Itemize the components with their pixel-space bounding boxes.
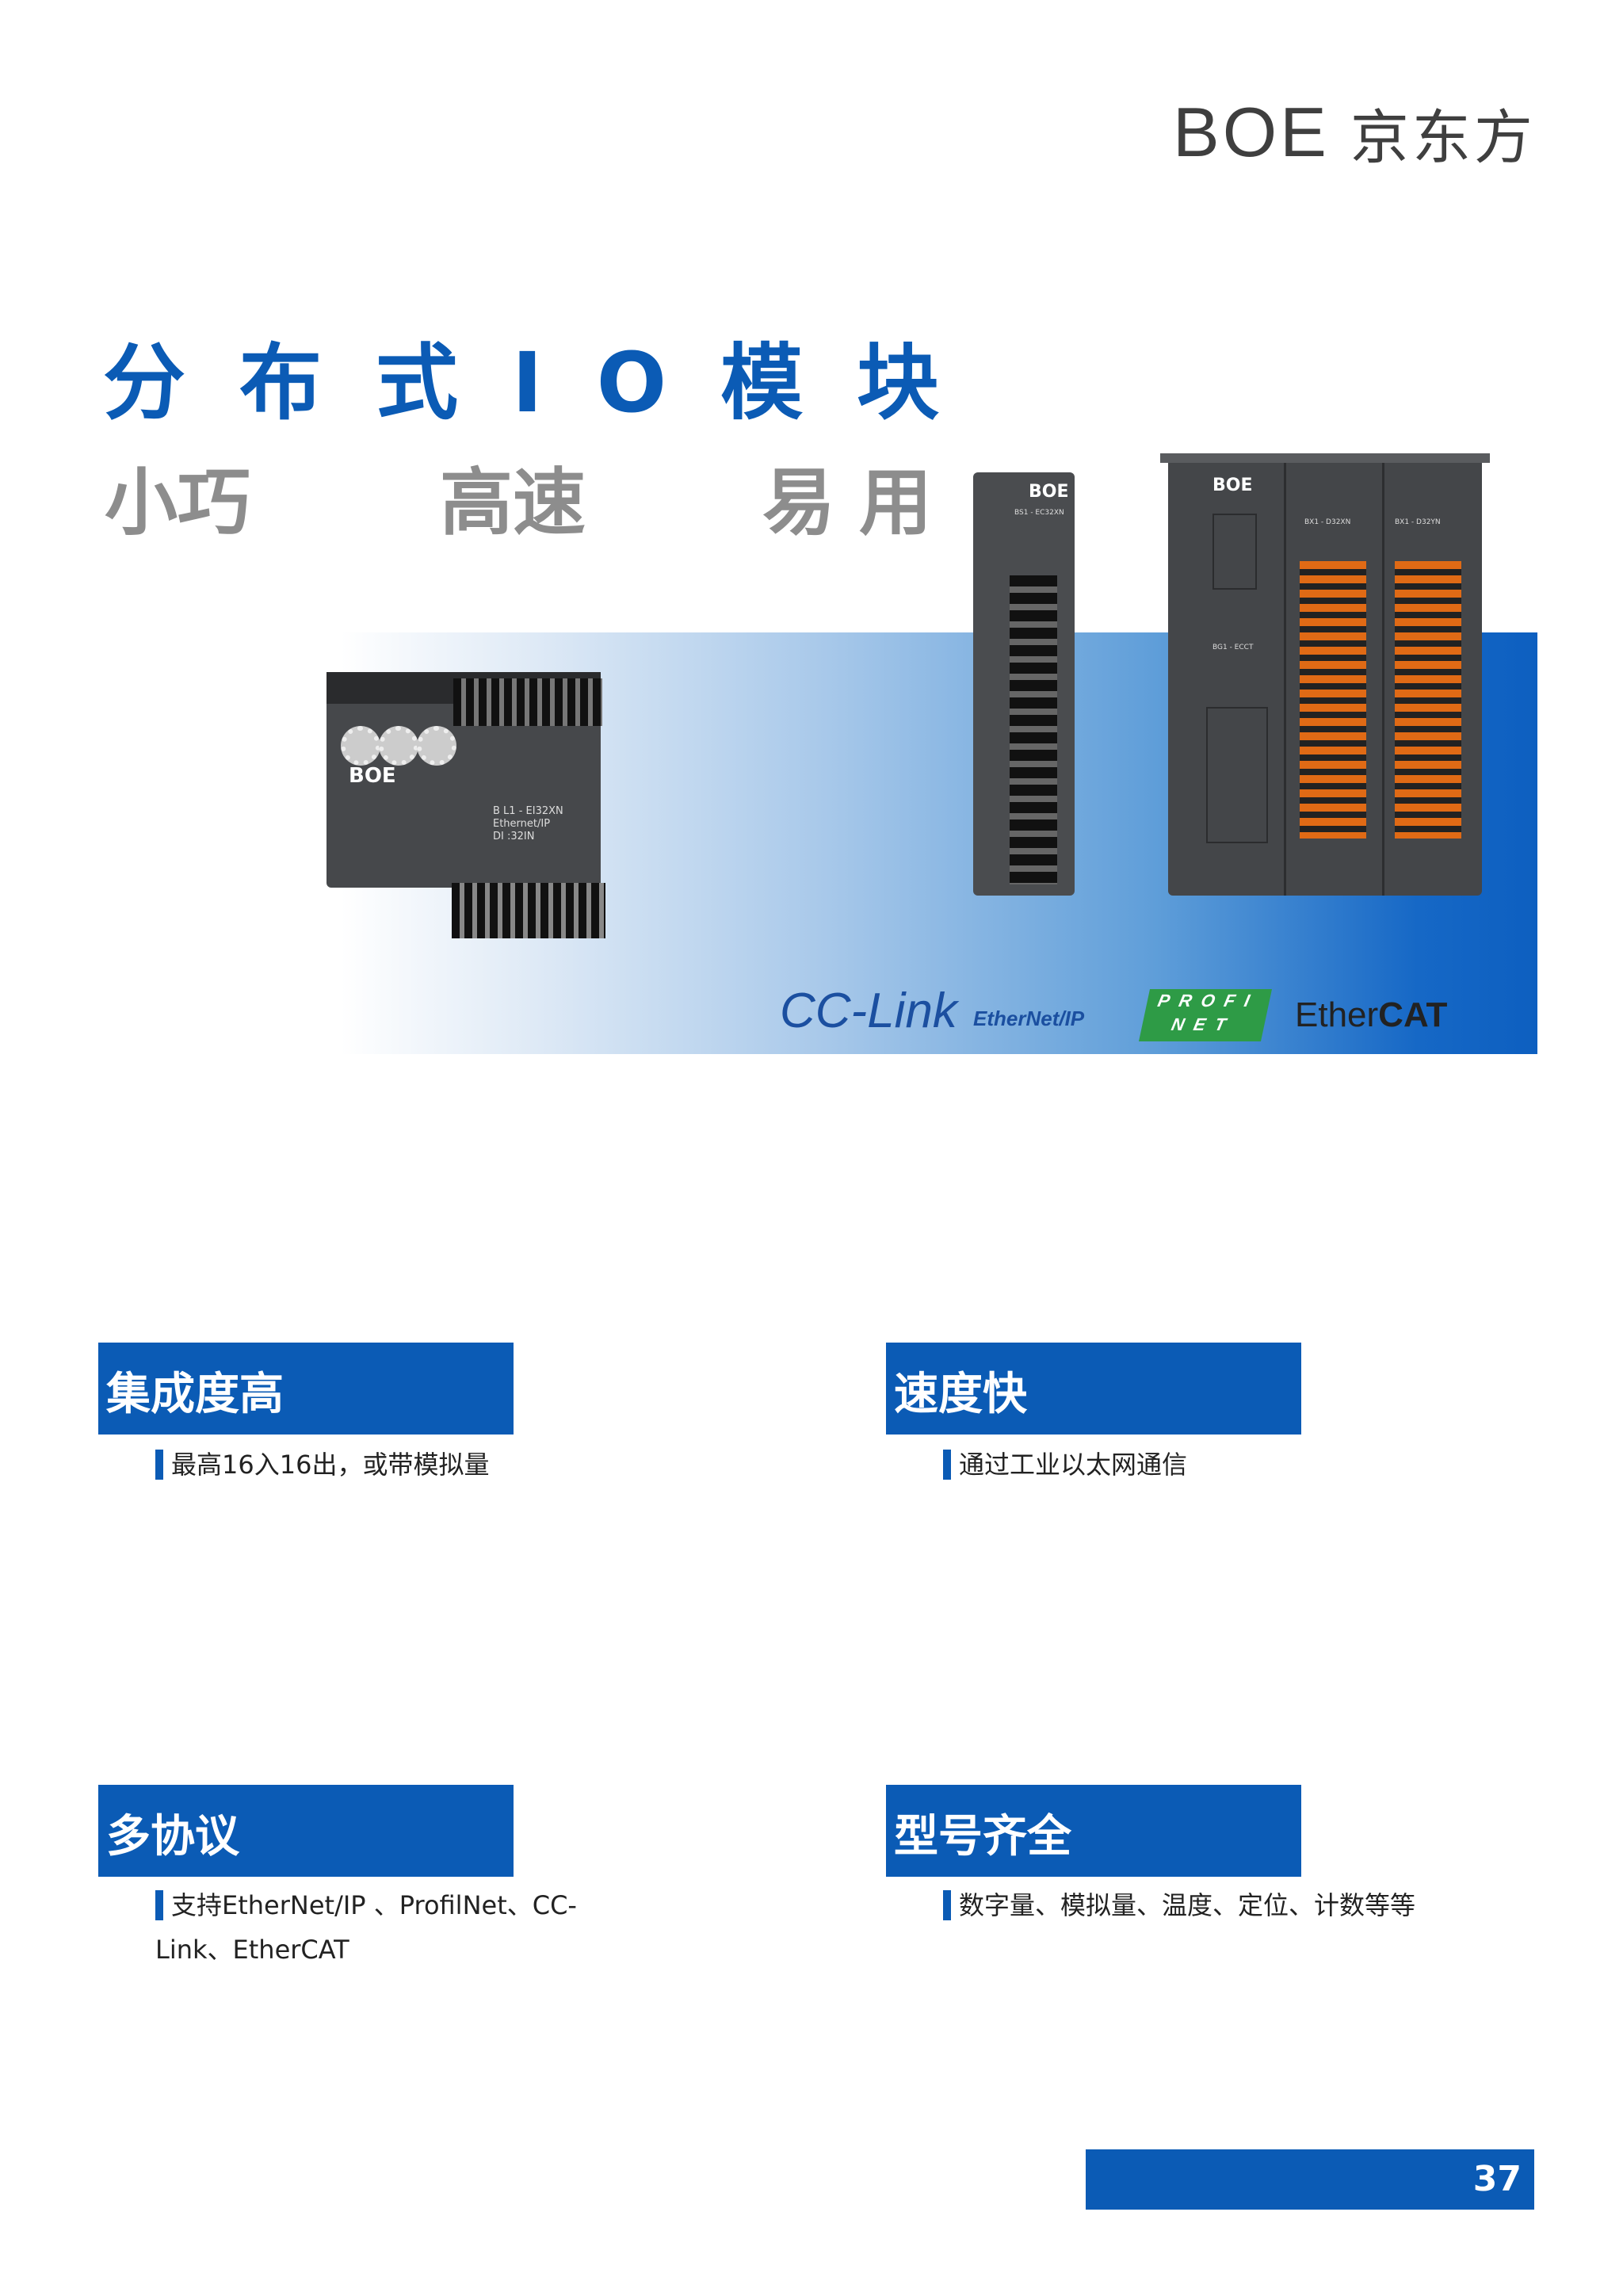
feature-text: 支持EtherNet/IP 、ProfilNet、CC-Link、EtherCA… bbox=[155, 1890, 577, 1965]
profinet-logo-top: PROFI bbox=[1155, 991, 1262, 1010]
brand-logo-chinese: 京东方 bbox=[1350, 103, 1536, 172]
feature-text-integration: 最高16入16出，或带模拟量 bbox=[155, 1442, 663, 1487]
product-image-slim-module: BOE BS1 - EC32XN bbox=[973, 472, 1075, 896]
page-number-bar: 37 bbox=[1086, 2149, 1534, 2210]
page-title: 分布式IO模块 bbox=[103, 334, 994, 431]
feature-heading-text: 型号齐全 bbox=[894, 1811, 1071, 1862]
rotary-switch-icon bbox=[379, 726, 418, 766]
io-module-label-a: BX1 - D32XN bbox=[1304, 518, 1351, 526]
brand-logo-latin: BOE bbox=[1173, 93, 1330, 171]
module-divider bbox=[1284, 463, 1286, 896]
feature-text: 数字量、模拟量、温度、定位、计数等等 bbox=[959, 1890, 1416, 1920]
feature-text: 最高16入16出，或带模拟量 bbox=[171, 1450, 490, 1480]
profinet-logo-bottom: NET bbox=[1169, 1014, 1238, 1034]
feature-heading-integration: 集成度高 bbox=[98, 1343, 514, 1435]
rotary-switch-icon bbox=[417, 726, 456, 766]
connector-orange-icon bbox=[1300, 561, 1366, 839]
status-window-icon bbox=[1212, 514, 1257, 590]
subtitle-easy: 易用 bbox=[762, 460, 957, 545]
subtitle-fast: 高速 bbox=[440, 460, 586, 545]
terminal-strip-icon bbox=[453, 678, 602, 726]
module-divider bbox=[1382, 463, 1384, 896]
module-brand: BOE bbox=[349, 764, 396, 788]
module-label: BS1 - EC32XN bbox=[1014, 509, 1064, 517]
bullet-bar-icon bbox=[155, 1450, 163, 1480]
coupler-label: BG1 - ECCT bbox=[1212, 644, 1254, 651]
module-door-icon bbox=[1206, 707, 1268, 843]
module-label: B L1 - EI32XN Ethernet/IP DI :32IN bbox=[493, 805, 563, 842]
subtitle-small: 小巧 bbox=[105, 460, 251, 545]
feature-heading-protocols: 多协议 bbox=[98, 1785, 514, 1877]
terminal-block-icon bbox=[1010, 575, 1057, 884]
profinet-logo: PROFI NET bbox=[1138, 989, 1273, 1041]
feature-heading-text: 多协议 bbox=[106, 1811, 239, 1862]
ethercat-logo-ether: Ether bbox=[1295, 995, 1379, 1034]
connector-orange-icon bbox=[1395, 561, 1461, 839]
feature-heading-models: 型号齐全 bbox=[886, 1785, 1301, 1877]
terminal-strip-icon bbox=[452, 883, 605, 938]
ethercat-logo: EtherCAT bbox=[1295, 995, 1447, 1035]
feature-heading-text: 集成度高 bbox=[106, 1369, 284, 1420]
feature-text-protocols: 支持EtherNet/IP 、ProfilNet、CC-Link、EtherCA… bbox=[155, 1883, 647, 1972]
subtitle-row: 小巧 高速 易用 bbox=[105, 444, 976, 545]
feature-heading-speed: 速度快 bbox=[886, 1343, 1301, 1435]
module-brand: BOE bbox=[1212, 476, 1253, 495]
module-brand: BOE bbox=[1029, 482, 1069, 502]
brand-logo: BOE 京东方 bbox=[1173, 89, 1536, 176]
bullet-bar-icon bbox=[943, 1890, 951, 1920]
product-image-compact-module: BOE B L1 - EI32XN Ethernet/IP DI :32IN bbox=[327, 672, 605, 938]
ethernet-ip-logo: EtherNet/IP bbox=[973, 1007, 1085, 1030]
din-rail-icon bbox=[1160, 453, 1490, 463]
product-image-modular-rack: BOE BG1 - ECCT BX1 - D32XN BX1 - D32YN bbox=[1160, 453, 1490, 896]
rotary-switch-icon bbox=[341, 726, 380, 766]
feature-text-speed: 通过工业以太网通信 bbox=[943, 1442, 1450, 1487]
io-module-label-b: BX1 - D32YN bbox=[1395, 518, 1441, 526]
bullet-bar-icon bbox=[943, 1450, 951, 1480]
ethercat-logo-cat: CAT bbox=[1378, 995, 1448, 1034]
feature-text-models: 数字量、模拟量、温度、定位、计数等等 bbox=[943, 1883, 1450, 1927]
page-number: 37 bbox=[1472, 2159, 1522, 2199]
cc-link-logo: CC-Link bbox=[780, 984, 957, 1038]
feature-heading-text: 速度快 bbox=[894, 1369, 1027, 1420]
feature-text: 通过工业以太网通信 bbox=[959, 1450, 1188, 1480]
bullet-bar-icon bbox=[155, 1890, 163, 1920]
